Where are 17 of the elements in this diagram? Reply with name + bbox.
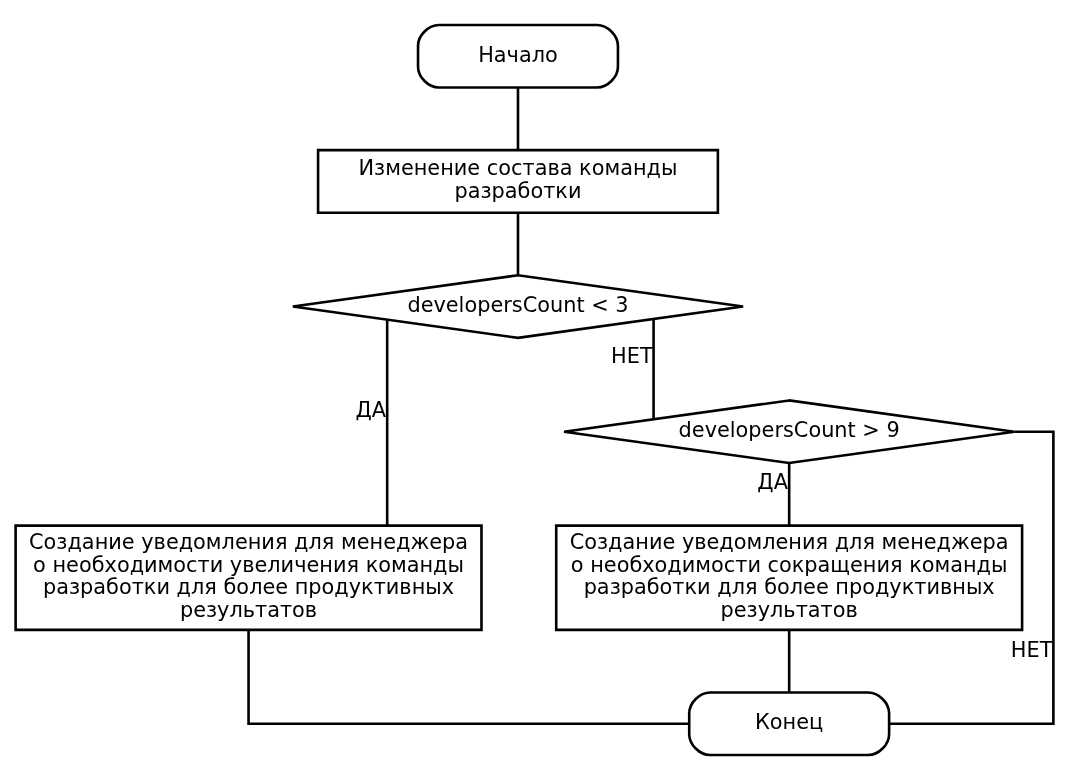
edge-label: ДА: [355, 397, 386, 422]
node-box: Изменение состава команды разработки: [316, 148, 720, 214]
node-box: Конец: [687, 691, 891, 757]
connector: [787, 630, 791, 692]
node-diamond: developersCount < 3: [291, 273, 745, 340]
connector: [652, 319, 655, 419]
node-box: Создание уведомления для менеджера о необходимости увеличения команды разработки для более продуктивных результатов: [14, 524, 483, 632]
connector: [385, 320, 389, 526]
node-box: Начало: [416, 23, 620, 89]
connector: [889, 430, 1055, 726]
connector: [516, 213, 520, 275]
connector: [787, 463, 791, 526]
node-diamond: developersCount > 9: [562, 399, 1016, 465]
node-box: Создание уведомления для менеджера о необходимости сокращения команды разработки для более продуктивных результатов: [554, 524, 1024, 632]
connector: [516, 87, 520, 150]
edge-label: ДА: [757, 469, 788, 494]
connector: [247, 630, 689, 726]
